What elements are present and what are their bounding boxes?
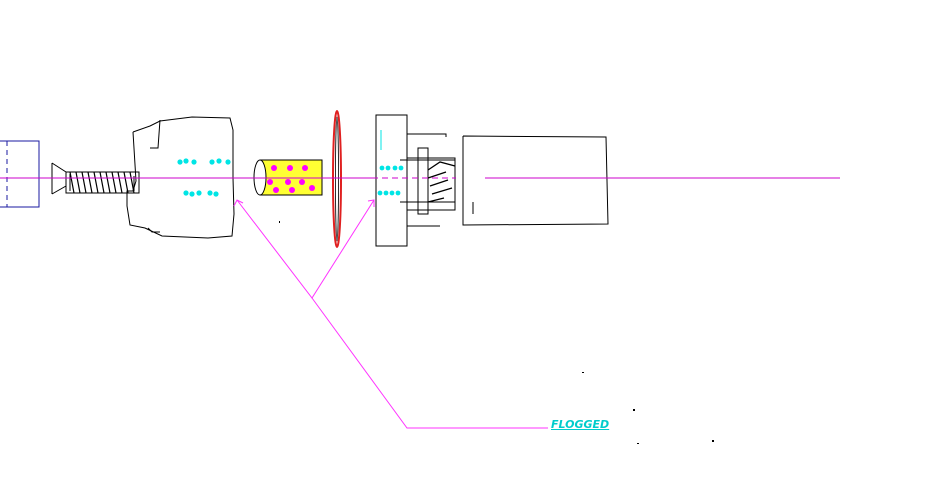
hub-icon — [375, 114, 456, 247]
bearing-marks — [177, 158, 231, 197]
stray-marks — [279, 221, 714, 444]
callout-label-flogged: FLOGGED — [551, 418, 610, 431]
motor-housing-icon — [462, 135, 609, 226]
frame-bracket-icon — [0, 140, 40, 208]
callout-leader — [233, 199, 548, 429]
disc-icon — [332, 110, 342, 248]
hub-marks — [377, 165, 404, 196]
